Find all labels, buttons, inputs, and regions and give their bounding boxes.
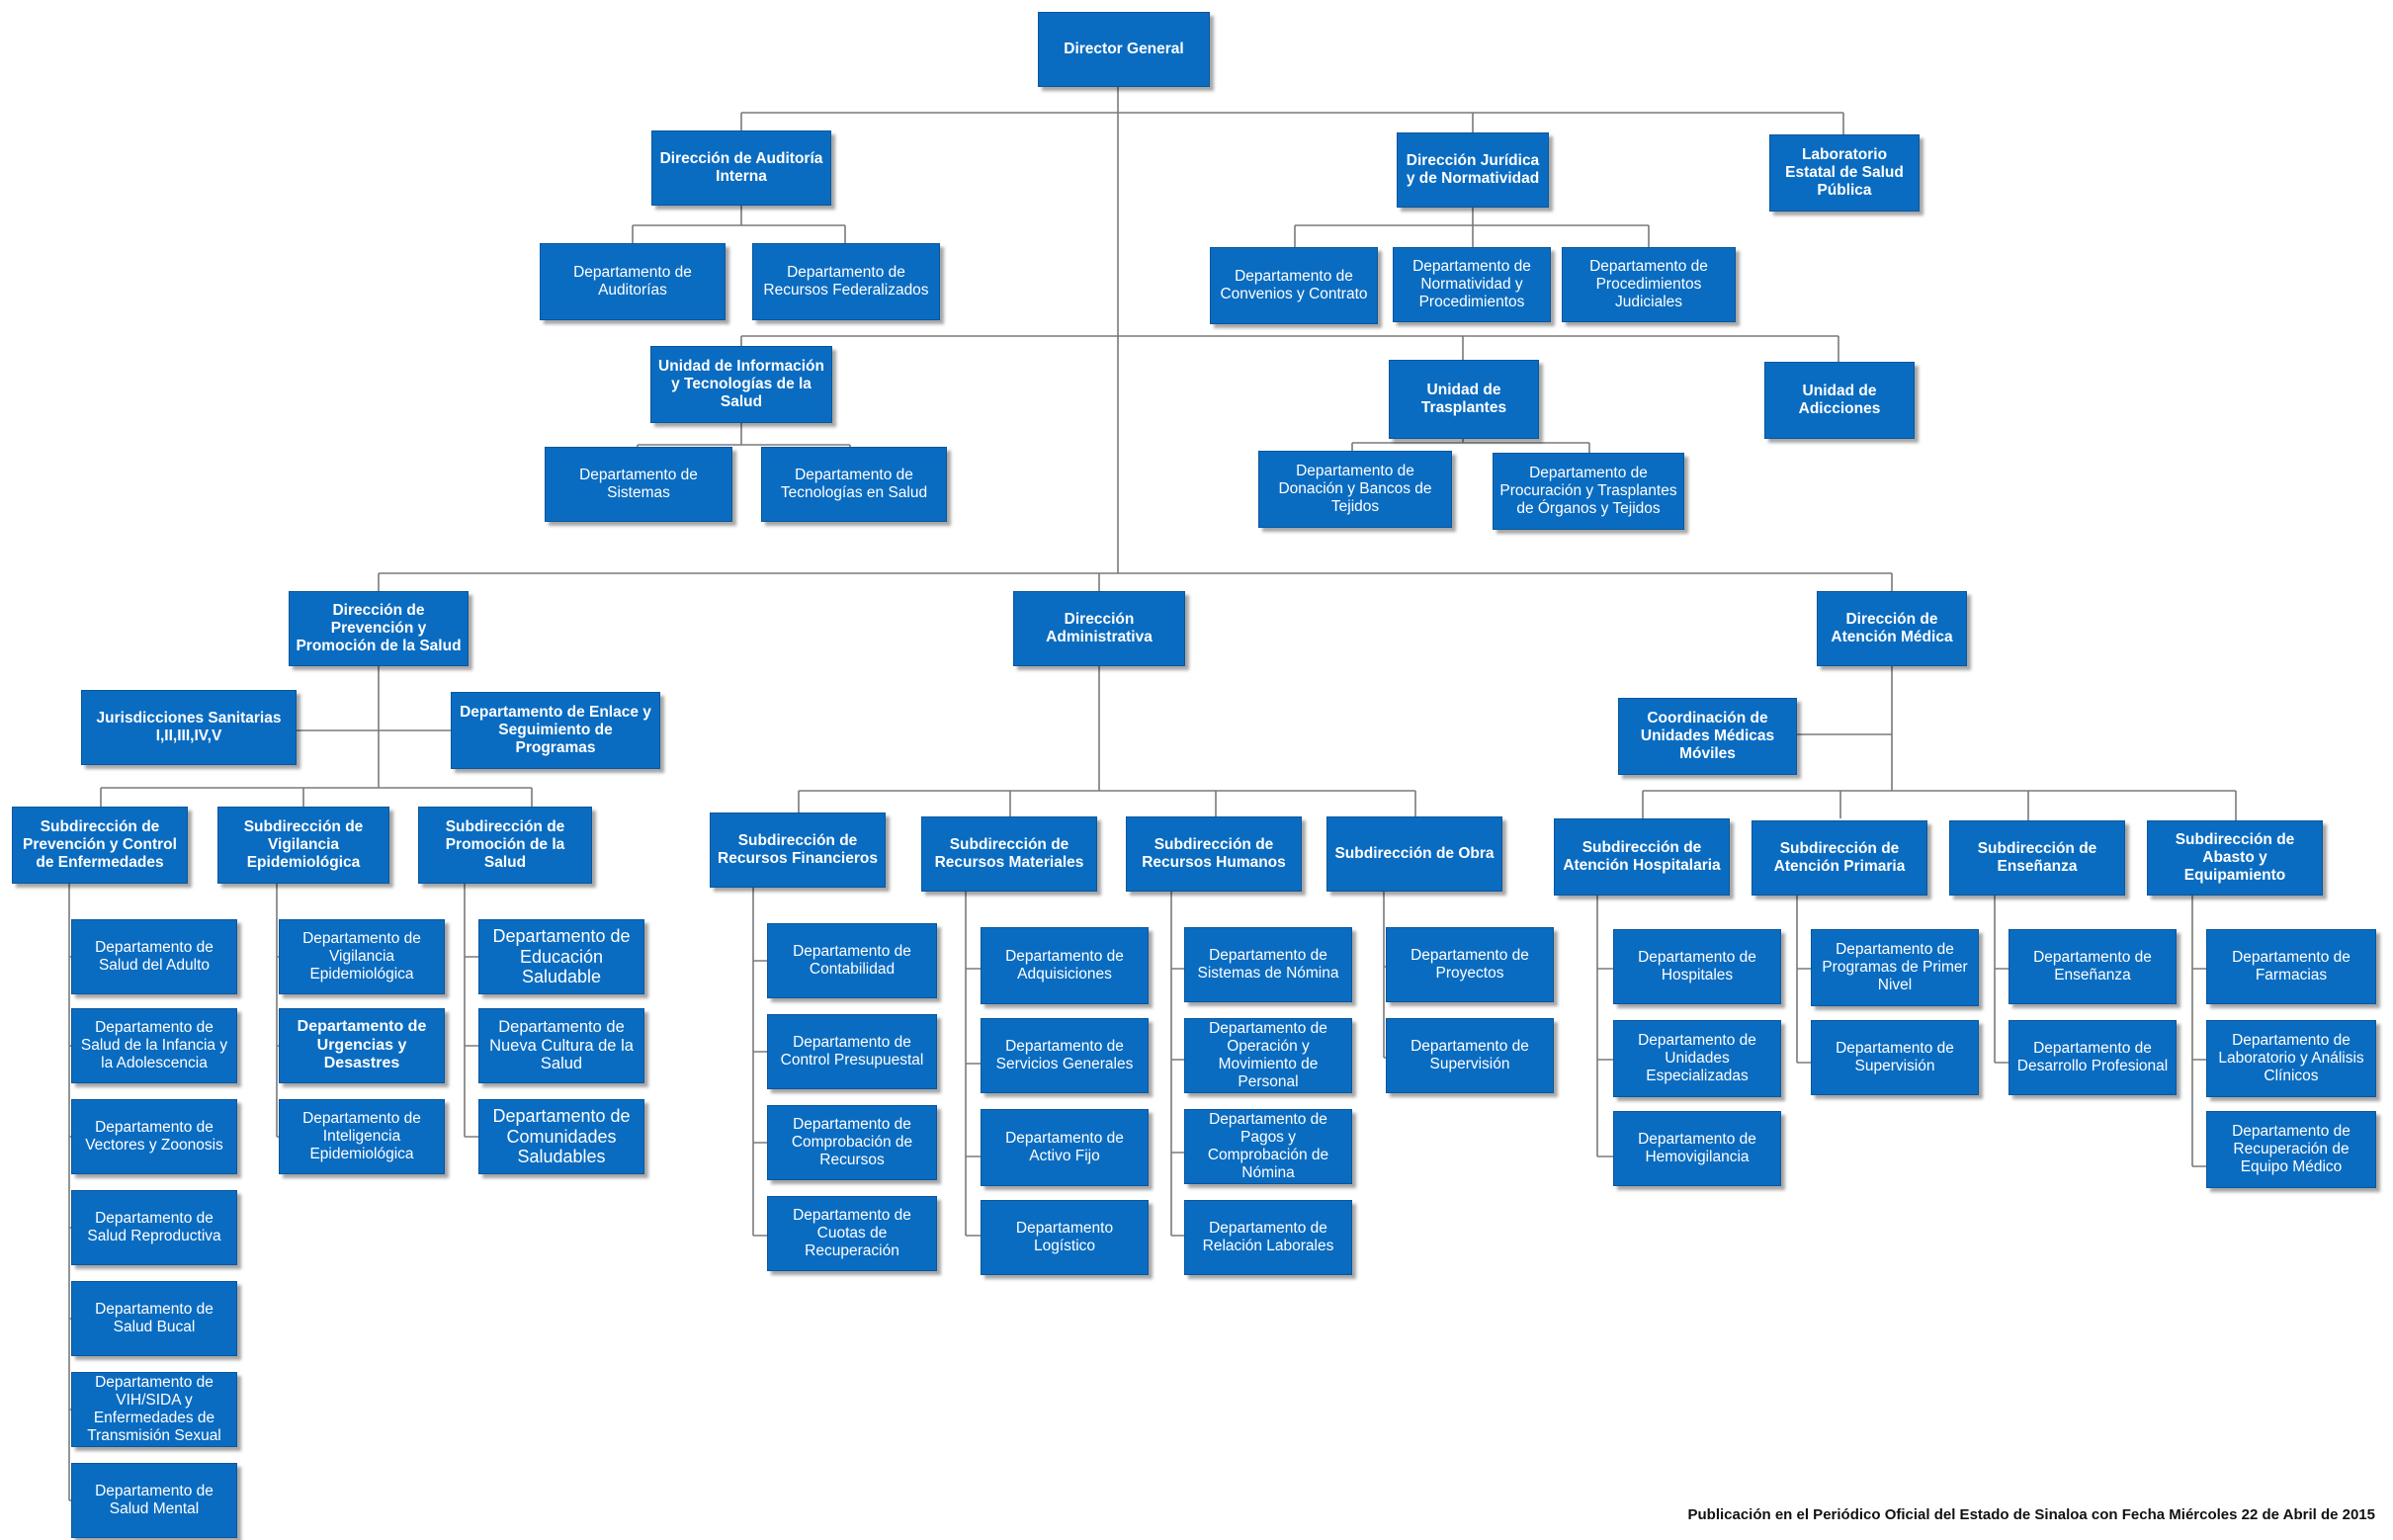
departamento-procedimientos-judiciales-box[interactable]: Departamento de Procedimientos Judiciale… <box>1562 247 1736 322</box>
departamento-comprobacion-recursos-box[interactable]: Departamento de Comprobación de Recursos <box>767 1105 937 1180</box>
departamento-salud-reproductiva-box[interactable]: Departamento de Salud Reproductiva <box>71 1190 237 1265</box>
departamento-desarrollo-profesional-box[interactable]: Departamento de Desarrollo Profesional <box>2008 1020 2177 1095</box>
departamento-convenios-box[interactable]: Departamento de Convenios y Contrato <box>1210 247 1378 324</box>
departamento-contabilidad-box[interactable]: Departamento de Contabilidad <box>767 923 937 998</box>
departamento-pagos-comprobacion-box[interactable]: Departamento de Pagos y Comprobación de … <box>1184 1109 1352 1184</box>
departamento-salud-adulto-box[interactable]: Departamento de Salud del Adulto <box>71 919 237 994</box>
departamento-servicios-generales-box[interactable]: Departamento de Servicios Generales <box>981 1018 1149 1093</box>
departamento-hospitales-box[interactable]: Departamento de Hospitales <box>1613 929 1781 1004</box>
director-general-box[interactable]: Director General <box>1038 12 1210 87</box>
coordinacion-unidades-moviles-box[interactable]: Coordinación de Unidades Médicas Móviles <box>1618 698 1797 775</box>
subdireccion-ensenanza-box[interactable]: Subdirección de Enseñanza <box>1949 820 2125 896</box>
departamento-hemovigilancia-box[interactable]: Departamento de Hemovigilancia <box>1613 1111 1781 1186</box>
departamento-normatividad-box[interactable]: Departamento de Normatividad y Procedimi… <box>1393 247 1551 322</box>
departamento-procuracion-box[interactable]: Departamento de Procuración y Trasplante… <box>1493 453 1684 530</box>
subdireccion-recursos-materiales-box[interactable]: Subdirección de Recursos Materiales <box>921 816 1097 892</box>
departamento-nueva-cultura-box[interactable]: Departamento de Nueva Cultura de la Salu… <box>478 1008 644 1083</box>
direccion-atencion-medica-box[interactable]: Dirección de Atención Médica <box>1817 591 1967 666</box>
departamento-vigilancia-epidemiologica-box[interactable]: Departamento de Vigilancia Epidemiológic… <box>279 919 445 994</box>
direccion-juridica-box[interactable]: Dirección Jurídica y de Normatividad <box>1397 132 1549 208</box>
departamento-urgencias-desastres-box[interactable]: Departamento de Urgencias y Desastres <box>279 1008 445 1083</box>
departamento-vih-sida-box[interactable]: Departamento de VIH/SIDA y Enfermedades … <box>71 1372 237 1447</box>
departamento-recuperacion-equipo-box[interactable]: Departamento de Recuperación de Equipo M… <box>2206 1111 2376 1188</box>
departamento-laboratorio-analisis-box[interactable]: Departamento de Laboratorio y Análisis C… <box>2206 1020 2376 1097</box>
departamento-unidades-especializadas-box[interactable]: Departamento de Unidades Especializadas <box>1613 1020 1781 1097</box>
departamento-activo-fijo-box[interactable]: Departamento de Activo Fijo <box>981 1109 1149 1186</box>
departamento-operacion-movimiento-box[interactable]: Departamento de Operación y Movimiento d… <box>1184 1018 1352 1093</box>
departamento-recursos-federalizados-box[interactable]: Departamento de Recursos Federalizados <box>752 243 940 320</box>
departamento-supervision-obra-box[interactable]: Departamento de Supervisión <box>1386 1018 1554 1093</box>
subdireccion-abasto-box[interactable]: Subdirección de Abasto y Equipamiento <box>2147 820 2323 896</box>
departamento-proyectos-box[interactable]: Departamento de Proyectos <box>1386 927 1554 1002</box>
direccion-prevencion-box[interactable]: Dirección de Prevención y Promoción de l… <box>289 591 469 666</box>
subdireccion-atencion-primaria-box[interactable]: Subdirección de Atención Primaria <box>1752 820 1927 896</box>
subdireccion-prevencion-control-box[interactable]: Subdirección de Prevención y Control de … <box>12 807 188 884</box>
subdireccion-obra-box[interactable]: Subdirección de Obra <box>1326 816 1502 892</box>
departamento-vectores-box[interactable]: Departamento de Vectores y Zoonosis <box>71 1099 237 1174</box>
subdireccion-vigilancia-box[interactable]: Subdirección de Vigilancia Epidemiológic… <box>217 807 389 884</box>
departamento-educacion-saludable-box[interactable]: Departamento de Educación Saludable <box>478 919 644 994</box>
unidad-trasplantes-box[interactable]: Unidad de Trasplantes <box>1389 360 1539 439</box>
departamento-comunidades-saludables-box[interactable]: Departamento de Comunidades Saludables <box>478 1099 644 1174</box>
departamento-adquisiciones-box[interactable]: Departamento de Adquisiciones <box>981 927 1149 1004</box>
publication-note: Publicación en el Periódico Oficial del … <box>1687 1506 2375 1523</box>
direccion-administrativa-box[interactable]: Dirección Administrativa <box>1013 591 1185 666</box>
direccion-auditoria-interna-box[interactable]: Dirección de Auditoría Interna <box>651 130 831 206</box>
subdireccion-recursos-financieros-box[interactable]: Subdirección de Recursos Financieros <box>710 813 886 888</box>
jurisdicciones-sanitarias-box[interactable]: Jurisdicciones Sanitarias I,II,III,IV,V <box>81 690 297 765</box>
departamento-inteligencia-epidemiologica-box[interactable]: Departamento de Inteligencia Epidemiológ… <box>279 1099 445 1174</box>
departamento-control-presupuestal-box[interactable]: Departamento de Control Presupuestal <box>767 1014 937 1089</box>
subdireccion-recursos-humanos-box[interactable]: Subdirección de Recursos Humanos <box>1126 816 1302 892</box>
departamento-cuotas-recuperacion-box[interactable]: Departamento de Cuotas de Recuperación <box>767 1196 937 1271</box>
departamento-salud-bucal-box[interactable]: Departamento de Salud Bucal <box>71 1281 237 1356</box>
departamento-enlace-box[interactable]: Departamento de Enlace y Seguimiento de … <box>451 692 660 769</box>
departamento-logistico-box[interactable]: Departamento Logístico <box>981 1200 1149 1275</box>
departamento-sistemas-box[interactable]: Departamento de Sistemas <box>545 447 732 522</box>
departamento-ensenanza-box[interactable]: Departamento de Enseñanza <box>2008 929 2177 1004</box>
departamento-farmacias-box[interactable]: Departamento de Farmacias <box>2206 929 2376 1004</box>
departamento-programas-primer-nivel-box[interactable]: Departamento de Programas de Primer Nive… <box>1811 929 1979 1006</box>
laboratorio-estatal-box[interactable]: Laboratorio Estatal de Salud Pública <box>1769 134 1920 212</box>
departamento-auditorias-box[interactable]: Departamento de Auditorías <box>540 243 726 320</box>
departamento-salud-mental-box[interactable]: Departamento de Salud Mental <box>71 1463 237 1538</box>
departamento-supervision-primaria-box[interactable]: Departamento de Supervisión <box>1811 1020 1979 1095</box>
departamento-relacion-laborales-box[interactable]: Departamento de Relación Laborales <box>1184 1200 1352 1275</box>
departamento-tecnologias-salud-box[interactable]: Departamento de Tecnologías en Salud <box>761 447 947 522</box>
unidad-adicciones-box[interactable]: Unidad de Adicciones <box>1764 362 1915 439</box>
departamento-salud-infancia-box[interactable]: Departamento de Salud de la Infancia y l… <box>71 1008 237 1083</box>
departamento-sistemas-nomina-box[interactable]: Departamento de Sistemas de Nómina <box>1184 927 1352 1002</box>
unidad-informacion-box[interactable]: Unidad de Información y Tecnologías de l… <box>650 346 832 423</box>
subdireccion-promocion-box[interactable]: Subdirección de Promoción de la Salud <box>418 807 592 884</box>
subdireccion-atencion-hospitalaria-box[interactable]: Subdirección de Atención Hospitalaria <box>1554 818 1730 896</box>
departamento-donacion-box[interactable]: Departamento de Donación y Bancos de Tej… <box>1258 451 1452 528</box>
